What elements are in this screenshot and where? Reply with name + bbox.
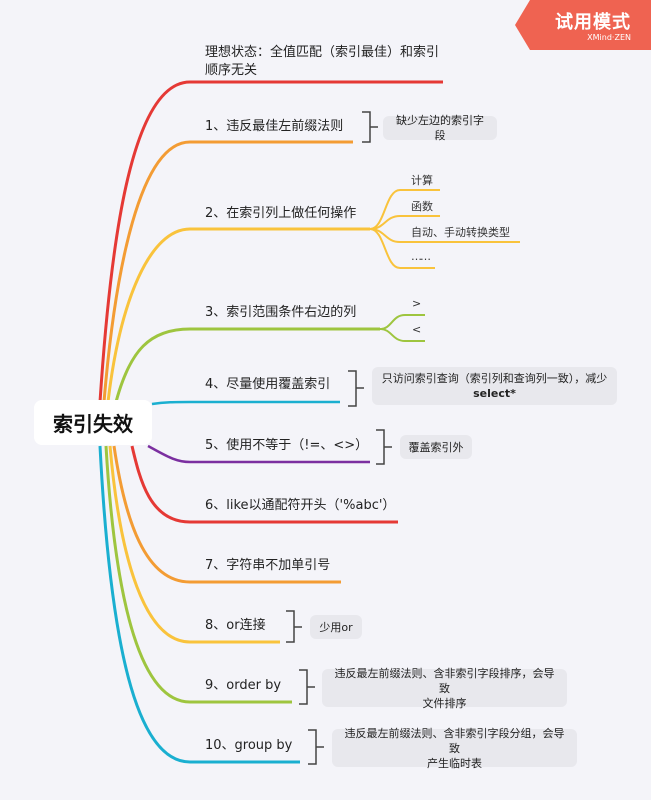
subtopic-3-1[interactable]: > — [412, 297, 422, 310]
note-8[interactable]: 少用or — [310, 615, 362, 639]
root-topic[interactable]: 索引失效 — [34, 400, 152, 445]
topic-ideal-state[interactable]: 理想状态：全值匹配（索引最佳）和索引 顺序无关 — [205, 44, 439, 80]
branch-line-7 — [112, 445, 341, 584]
topic-1[interactable]: 1、违反最佳左前缀法则 — [205, 119, 344, 134]
note-10[interactable]: 违反最左前缀法则、含非索引字段分组，会导致 产生临时表 — [332, 726, 577, 770]
note-9[interactable]: 违反最左前缀法则、含非索引字段排序，会导致 文件排序 — [322, 666, 567, 710]
topic-2[interactable]: 2、在索引列上做任何操作 — [205, 206, 357, 221]
note-9-line2: 文件排序 — [422, 696, 467, 710]
note-10-line1: 违反最左前缀法则、含非索引字段分组，会导致 — [344, 726, 565, 755]
badge-title: 试用模式 — [555, 12, 631, 33]
branch-line-10 — [98, 445, 300, 764]
branch-line-ideal — [98, 80, 443, 403]
topic-9[interactable]: 9、order by — [205, 678, 282, 693]
note-1[interactable]: 缺少左边的索引字段 — [383, 114, 497, 142]
note-9-line1: 违反最左前缀法则、含非索引字段排序，会导致 — [334, 666, 555, 695]
topic-label-line2: 顺序无关 — [205, 63, 258, 78]
trial-mode-badge[interactable]: 试用模式 XMind·ZEN — [511, 0, 651, 50]
branch-3-children-lines — [379, 314, 425, 342]
topic-label: 理想状态：全值匹配（索引最佳）和索引 — [205, 45, 440, 60]
note-4[interactable]: 只访问索引查询（索引列和查询列一致），减少 select* — [372, 367, 617, 405]
branch-line-6 — [130, 445, 398, 524]
topic-7[interactable]: 7、字符串不加单引号 — [205, 558, 331, 573]
branch-2-children-lines — [369, 189, 520, 269]
note-5[interactable]: 覆盖索引外 — [400, 435, 472, 459]
topic-3[interactable]: 3、索引范围条件右边的列 — [205, 305, 357, 320]
topic-10[interactable]: 10、group by — [205, 738, 293, 753]
branch-line-1 — [102, 140, 353, 403]
note-4-line2: select* — [473, 387, 516, 400]
subtopic-2-1[interactable]: 计算 — [411, 174, 433, 187]
badge-subtitle: XMind·ZEN — [587, 33, 631, 42]
subtopic-3-2[interactable]: < — [412, 323, 422, 336]
note-4-line1: 只访问索引查询（索引列和查询列一致），减少 — [381, 372, 608, 385]
topic-4[interactable]: 4、尽量使用覆盖索引 — [205, 377, 331, 392]
branch-line-3 — [114, 327, 380, 403]
branch-line-8 — [108, 445, 280, 644]
branch-line-4 — [151, 400, 340, 406]
subtopic-2-2[interactable]: 函数 — [411, 200, 433, 213]
trial-badge-shape — [515, 0, 651, 50]
branch-line-2 — [106, 227, 370, 403]
note-10-line2: 产生临时表 — [427, 756, 482, 770]
subtopic-2-3[interactable]: 自动、手动转换类型 — [411, 226, 510, 239]
topic-5[interactable]: 5、使用不等于（!=、<>） — [205, 438, 369, 453]
subtopic-2-4[interactable]: …… — [411, 250, 431, 263]
note-brackets — [286, 111, 392, 765]
topic-8[interactable]: 8、or连接 — [205, 618, 266, 633]
branch-line-5 — [147, 444, 370, 464]
topic-6[interactable]: 6、like以通配符开头（'%abc'） — [205, 498, 396, 513]
branch-line-9 — [104, 445, 292, 704]
